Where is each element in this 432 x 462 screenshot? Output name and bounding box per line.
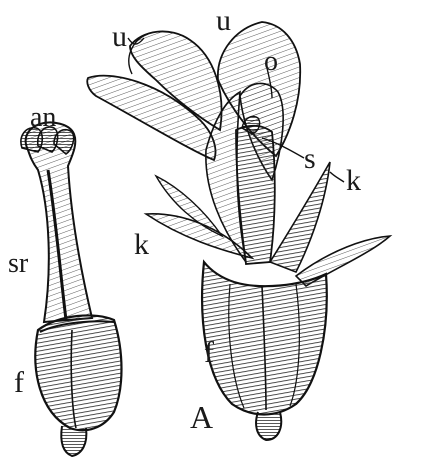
label-an: an: [30, 102, 56, 133]
label-f-right: f: [204, 336, 214, 369]
label-u-right: u: [216, 4, 231, 37]
right-flower-drawing: [87, 22, 390, 440]
label-s: s: [304, 142, 316, 175]
left-ovary-drawing: [21, 122, 122, 456]
label-k-left: k: [134, 228, 149, 261]
label-f-left: f: [14, 366, 24, 399]
label-sr: sr: [8, 248, 29, 279]
label-k-right: k: [346, 164, 361, 197]
label-o: o: [264, 46, 278, 77]
label-u-left: u: [112, 20, 127, 53]
label-A: A: [190, 399, 213, 435]
